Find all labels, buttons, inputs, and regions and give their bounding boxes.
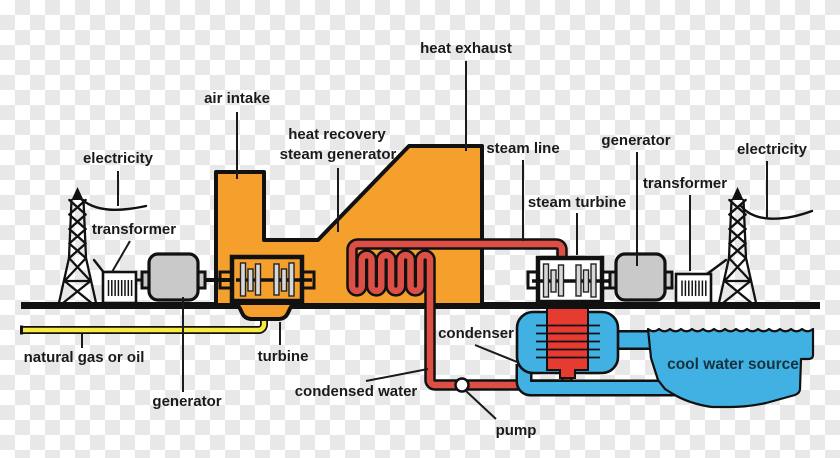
left-electricity-wire (78, 196, 148, 211)
right-generator-icon (608, 252, 674, 302)
left-generator-body (147, 252, 200, 302)
label-hrsg-line1: heat recovery (288, 126, 386, 143)
label-electricity-right: electricity (737, 141, 808, 158)
gas-turbine-blades (239, 262, 295, 297)
steam-water-pipe (346, 238, 573, 391)
steam-turbine-blades (542, 263, 597, 298)
right-pylon-icon (717, 187, 758, 307)
steam-turbine-icon (526, 255, 614, 305)
fuel-pipe (20, 315, 268, 335)
pump-icon (454, 377, 470, 393)
pointer-lines (81, 61, 768, 420)
fuel-pipe-fill (22, 315, 267, 333)
right-pylon-transformer-link (705, 258, 728, 276)
right-transformer-coils (681, 280, 707, 296)
right-generator-body (614, 252, 667, 302)
condenser-tubes (536, 324, 600, 359)
label-transformer-left: transformer (92, 221, 176, 238)
right-pylon-apex (731, 187, 744, 200)
gas-turbine-icon (204, 254, 316, 304)
left-pylon-apex (71, 187, 84, 200)
label-heat-exhaust: heat exhaust (420, 40, 512, 57)
condenser-steam-duct (546, 307, 589, 379)
right-electricity-wire (739, 204, 814, 220)
pointer-condenser (474, 344, 518, 363)
label-electricity-left: electricity (83, 150, 154, 167)
label-air-intake: air intake (204, 90, 270, 107)
label-natural-gas: natural gas or oil (24, 349, 145, 366)
label-turbine: turbine (258, 348, 309, 365)
left-pylon-frame (57, 198, 98, 307)
label-generator-left: generator (152, 393, 221, 410)
cooling-pipe-bottom (518, 364, 690, 394)
label-hrsg-line2: steam generator (280, 146, 397, 163)
label-condenser: condenser (438, 325, 514, 342)
right-transformer-icon (674, 272, 713, 305)
left-generator-icon (136, 252, 207, 302)
label-steam-line: steam line (486, 140, 559, 157)
steam-water-pipe-fill (348, 240, 571, 389)
left-transformer-icon (101, 270, 138, 305)
fuel-pipe-endcap (20, 325, 23, 335)
left-pylon-icon (57, 187, 98, 307)
label-condensed-water: condensed water (295, 383, 418, 400)
label-steam-turbine: steam turbine (528, 194, 626, 211)
label-pump: pump (496, 422, 537, 439)
pointer-condensed-water (365, 368, 429, 382)
cool-water-source-shape (646, 327, 815, 409)
left-transformer-coils (107, 280, 133, 296)
right-pylon-frame (717, 198, 758, 307)
label-transformer-right: transformer (643, 175, 727, 192)
label-cool-water-source: cool water source (667, 356, 799, 373)
labels: electricity transformer natural gas or o… (24, 40, 808, 439)
condenser-icon (515, 307, 620, 379)
label-generator-right: generator (601, 132, 670, 149)
pointer-pump (465, 390, 497, 420)
turbine-fuel-inlet-bump (230, 301, 300, 321)
pointer-transformer-left (111, 240, 131, 273)
